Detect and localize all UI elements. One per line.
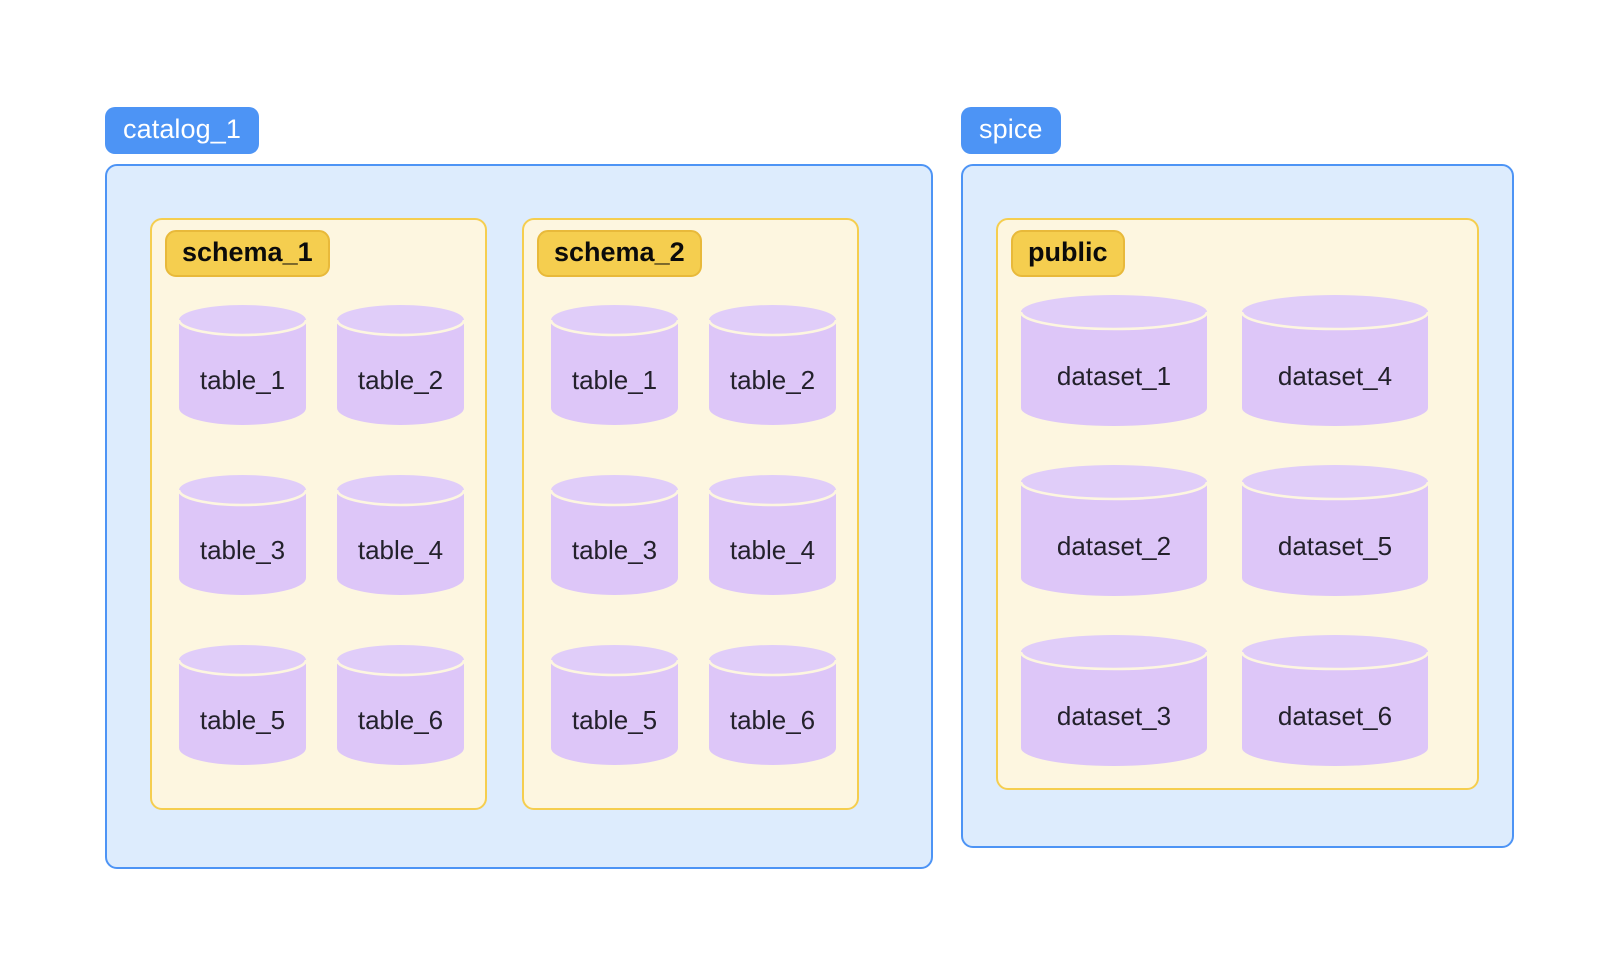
cylinder-table-1[interactable]: table_1 <box>177 305 308 425</box>
schema-box-schema-2: schema_2 table_1 table_2 <box>522 218 859 810</box>
group-spice: spice public dataset_1 <box>961 107 1514 848</box>
cylinder-dataset-3[interactable]: dataset_3 <box>1019 635 1209 767</box>
cylinder-label: table_1 <box>199 365 286 395</box>
cylinder-icon <box>707 645 838 765</box>
cylinder-table-6[interactable]: table_6 <box>335 645 466 765</box>
cylinder-label: dataset_6 <box>1277 701 1393 731</box>
schema-label-schema-1[interactable]: schema_1 <box>165 230 330 277</box>
cylinder-label: dataset_5 <box>1277 531 1393 561</box>
group-catalog-1: catalog_1 schema_1 table_1 <box>105 107 933 869</box>
cylinder-icon <box>707 475 838 595</box>
cylinder-icon <box>335 305 466 425</box>
cylinder-label: dataset_3 <box>1056 701 1172 731</box>
schema-box-schema-1: schema_1 table_1 table_2 <box>150 218 487 810</box>
cylinder-icon <box>1240 295 1430 426</box>
cylinder-label: table_4 <box>357 535 444 565</box>
cylinder-dataset-5[interactable]: dataset_5 <box>1240 465 1430 597</box>
cylinder-label: dataset_2 <box>1056 531 1172 561</box>
cylinder-table-4[interactable]: table_4 <box>335 475 466 595</box>
cylinder-icon <box>1240 635 1430 766</box>
cylinder-icon <box>707 305 838 425</box>
cylinder-label: table_5 <box>571 705 658 735</box>
cylinder-table-5[interactable]: table_5 <box>177 645 308 765</box>
group-body-catalog-1: schema_1 table_1 table_2 <box>105 164 933 869</box>
cylinder-table-2[interactable]: table_2 <box>335 305 466 425</box>
cylinder-icon <box>1019 635 1209 766</box>
cylinder-label: table_2 <box>357 365 444 395</box>
cylinder-dataset-6[interactable]: dataset_6 <box>1240 635 1430 767</box>
group-label-spice[interactable]: spice <box>961 107 1061 154</box>
cylinder-icon <box>549 475 680 595</box>
cylinder-label: table_3 <box>199 535 286 565</box>
cylinder-label: dataset_1 <box>1056 361 1172 391</box>
cylinder-icon <box>1240 465 1430 596</box>
cylinder-label: dataset_4 <box>1277 361 1393 391</box>
cylinder-label: table_5 <box>199 705 286 735</box>
cylinder-icon <box>1019 465 1209 596</box>
cylinder-label: table_3 <box>571 535 658 565</box>
cylinder-table-5[interactable]: table_5 <box>549 645 680 765</box>
cylinder-table-3[interactable]: table_3 <box>177 475 308 595</box>
group-body-spice: public dataset_1 dataset_4 <box>961 164 1514 848</box>
cylinder-icon <box>549 645 680 765</box>
cylinder-dataset-1[interactable]: dataset_1 <box>1019 295 1209 427</box>
cylinder-label: table_4 <box>729 535 816 565</box>
cylinder-icon <box>177 645 308 765</box>
cylinder-label: table_6 <box>357 705 444 735</box>
cylinder-icon <box>177 475 308 595</box>
cylinder-dataset-4[interactable]: dataset_4 <box>1240 295 1430 427</box>
cylinder-dataset-2[interactable]: dataset_2 <box>1019 465 1209 597</box>
cylinder-table-4[interactable]: table_4 <box>707 475 838 595</box>
cylinder-icon <box>177 305 308 425</box>
cylinder-table-1[interactable]: table_1 <box>549 305 680 425</box>
cylinder-table-2[interactable]: table_2 <box>707 305 838 425</box>
cylinder-label: table_1 <box>571 365 658 395</box>
schema-label-schema-2[interactable]: schema_2 <box>537 230 702 277</box>
group-label-catalog-1[interactable]: catalog_1 <box>105 107 259 154</box>
cylinder-label: table_6 <box>729 705 816 735</box>
cylinder-table-6[interactable]: table_6 <box>707 645 838 765</box>
schema-label-public[interactable]: public <box>1011 230 1125 277</box>
cylinder-icon <box>1019 295 1209 426</box>
cylinder-table-3[interactable]: table_3 <box>549 475 680 595</box>
cylinder-icon <box>549 305 680 425</box>
cylinder-icon <box>335 475 466 595</box>
cylinder-icon <box>335 645 466 765</box>
schema-box-public: public dataset_1 dataset_4 <box>996 218 1479 790</box>
cylinder-label: table_2 <box>729 365 816 395</box>
